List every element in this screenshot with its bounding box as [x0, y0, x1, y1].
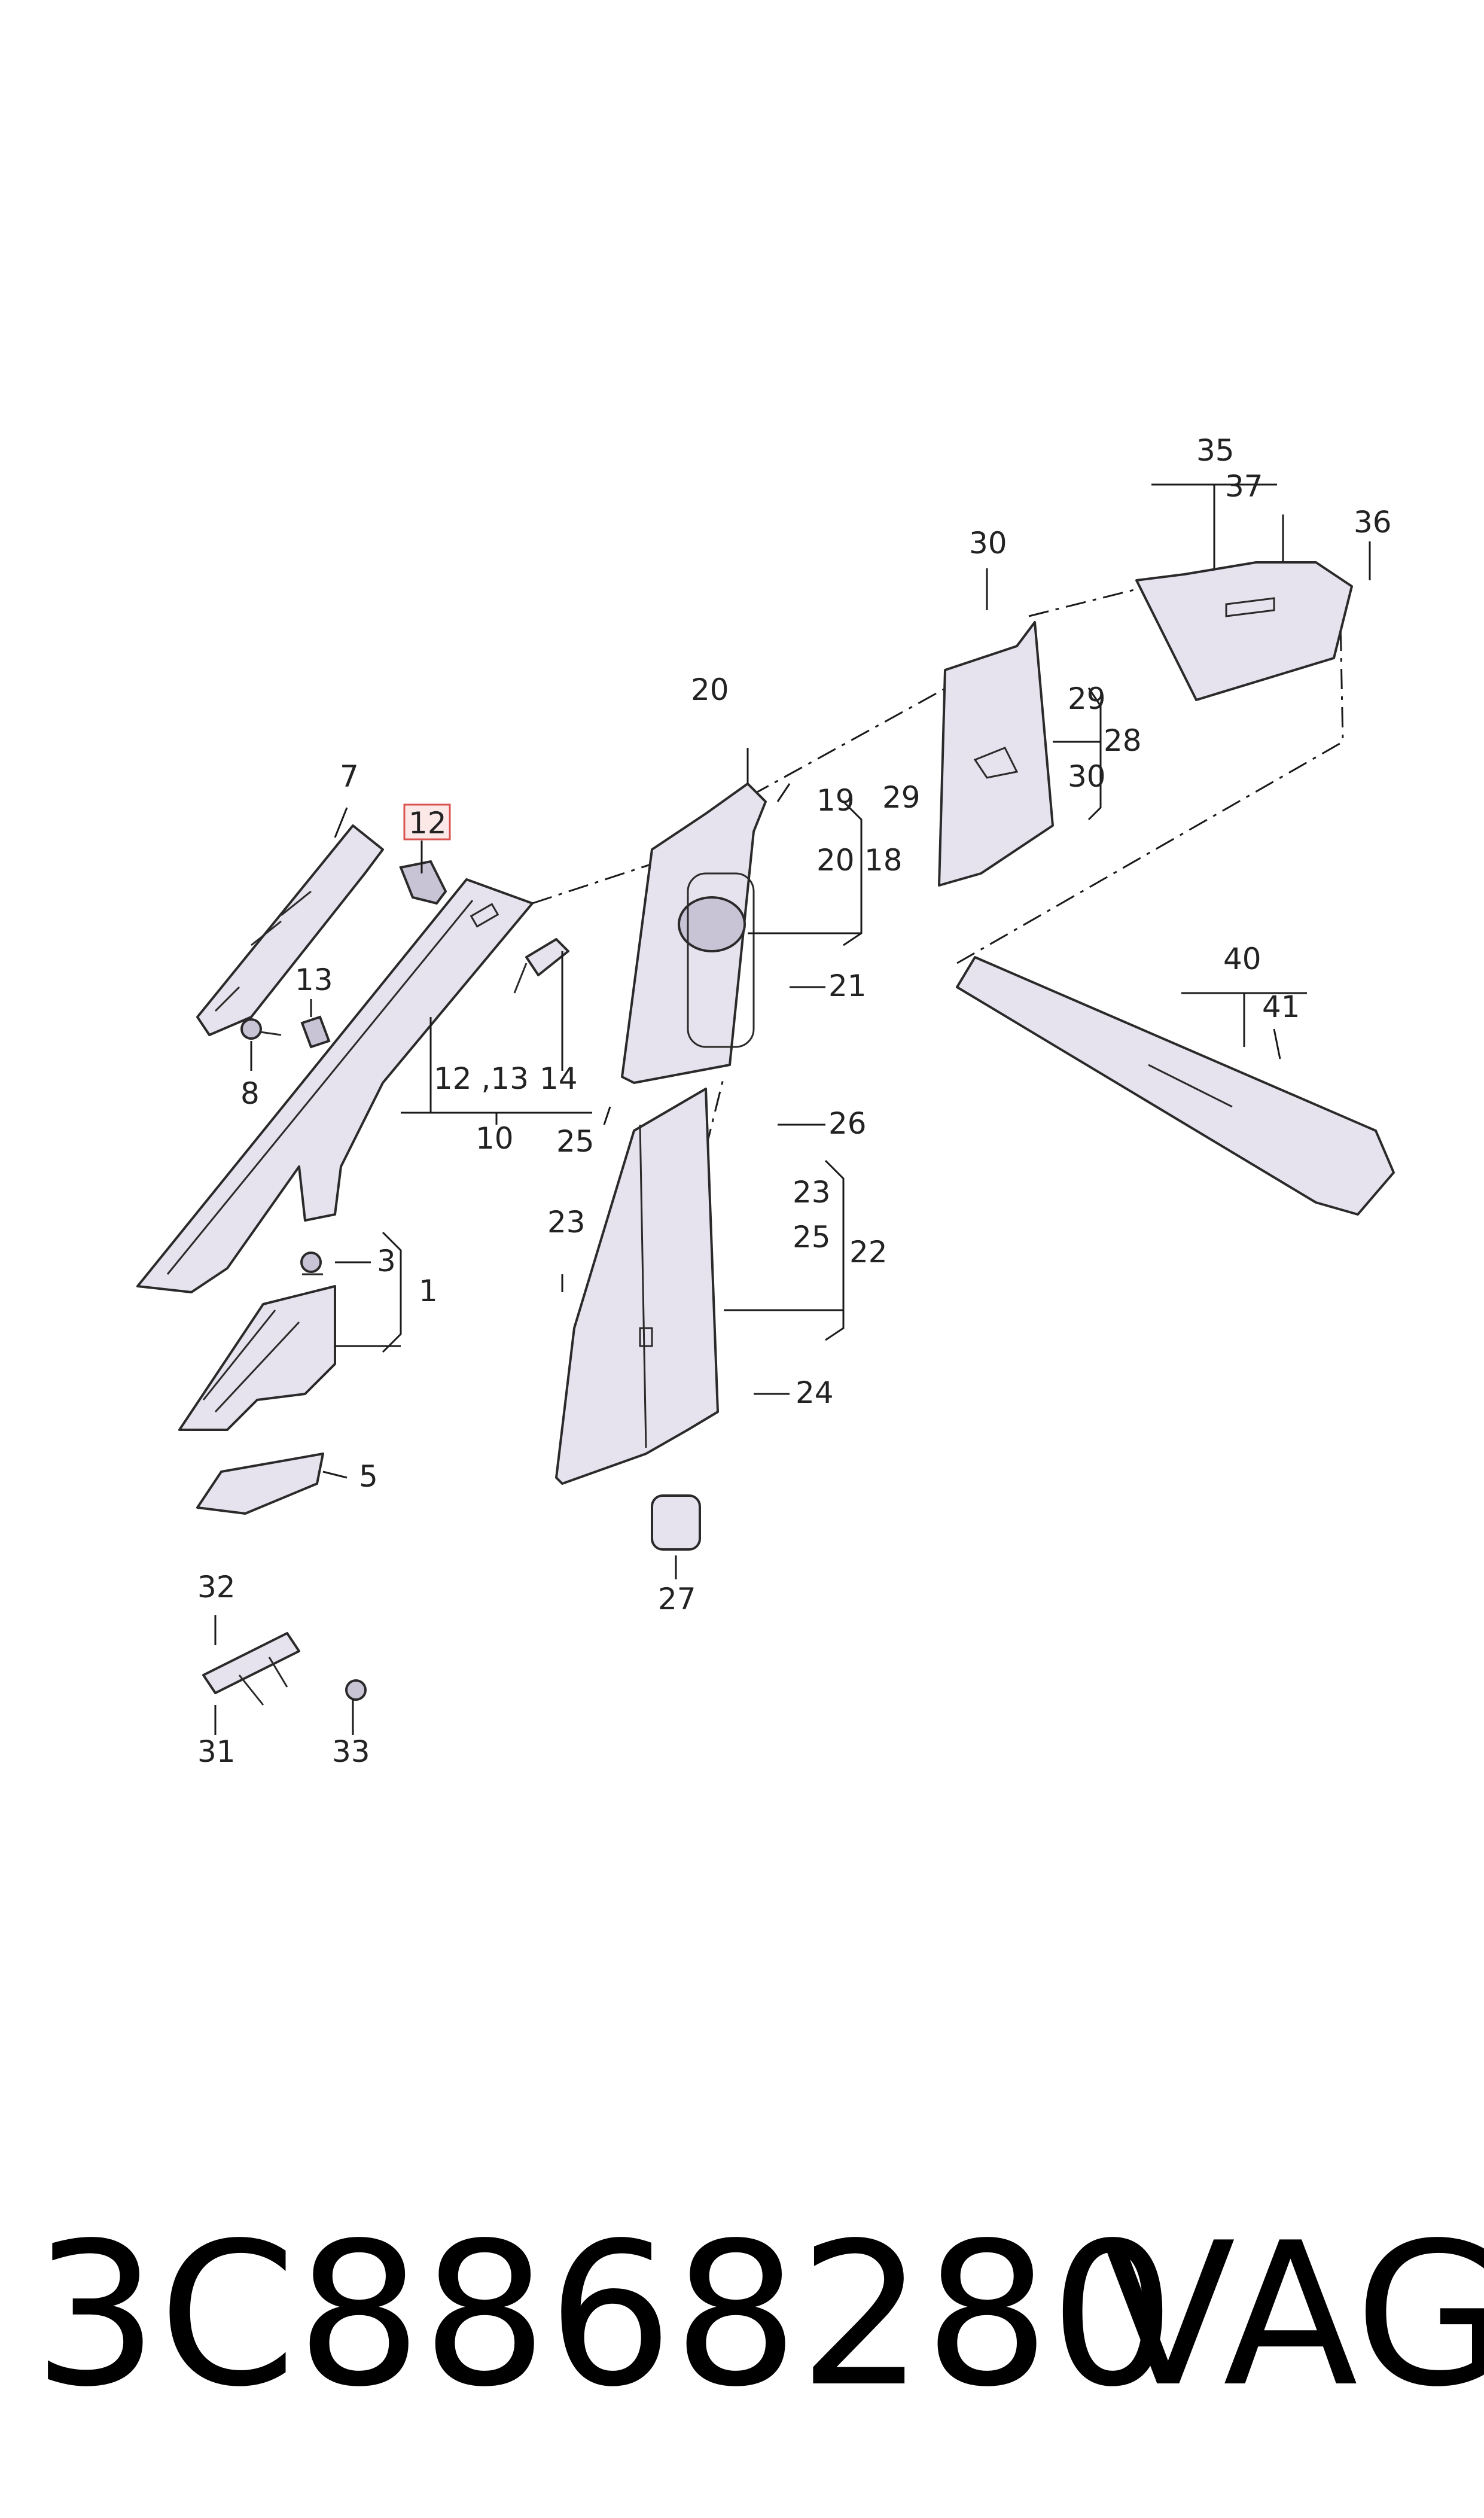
callout-32: 32 [197, 1570, 236, 1604]
callout-1: 1 [419, 1274, 438, 1308]
callout-14: 14 [540, 1061, 578, 1096]
callout-28: 28 [1104, 723, 1142, 758]
callout-18: 18 [864, 843, 903, 878]
callout-27: 27 [658, 1582, 696, 1616]
highlight-box-12 [403, 803, 451, 841]
callout-24: 24 [796, 1375, 834, 1410]
callout-21: 21 [828, 969, 867, 1003]
callout-8: 8 [240, 1076, 260, 1111]
clip-13 [300, 1015, 331, 1049]
callout-12-13: 12 ,13 [434, 1061, 529, 1096]
a-pillar-bracket [196, 824, 384, 1036]
c-pillar-trim [938, 621, 1054, 887]
callout-26: 26 [828, 1106, 867, 1141]
footer: 3C8868280 VAG [0, 2190, 1484, 2441]
b-pillar-lower-trim [555, 1088, 719, 1485]
callout-labels: 35 37 36 30 29 30 28 29 20 19 20 18 21 7… [197, 433, 1392, 1769]
callout-33: 33 [332, 1734, 370, 1769]
callout-25: 25 [793, 1220, 831, 1255]
callout-25: 25 [556, 1124, 595, 1159]
callout-23: 23 [547, 1205, 586, 1240]
callout-30: 30 [1068, 759, 1106, 794]
d-pillar-trim [1135, 561, 1353, 701]
gasket-27 [651, 1494, 701, 1551]
callout-36: 36 [1354, 505, 1392, 540]
callout-12: 12 [409, 806, 447, 841]
callout-20: 20 [816, 843, 855, 878]
callout-10: 10 [476, 1121, 514, 1156]
part-number: 3C8868280 [33, 2200, 1176, 2430]
a-pillar-trim [136, 878, 534, 1293]
callout-30: 30 [969, 526, 1007, 561]
callout-23: 23 [793, 1175, 831, 1210]
b-pillar-upper-trim [621, 783, 767, 1084]
callout-19: 19 [816, 783, 855, 818]
screw-33 [345, 1679, 367, 1701]
callout-29: 29 [1068, 681, 1106, 716]
callout-3: 3 [377, 1244, 396, 1278]
callout-22: 22 [849, 1235, 888, 1269]
clip-12 [399, 860, 447, 905]
callout-29: 29 [882, 780, 921, 815]
bracket-31 [202, 1632, 300, 1706]
callout-13: 13 [295, 963, 333, 997]
screw-8 [240, 1018, 282, 1040]
cover-5 [196, 1453, 324, 1515]
callout-7: 7 [340, 759, 359, 794]
callout-40: 40 [1223, 942, 1261, 976]
callout-31: 31 [197, 1734, 236, 1769]
callout-35: 35 [1196, 433, 1235, 468]
roof-trim-strip [956, 956, 1395, 1216]
callout-5: 5 [359, 1459, 378, 1494]
clip-3 [300, 1252, 323, 1275]
airbag-badge-14 [513, 938, 569, 994]
callout-41: 41 [1262, 989, 1300, 1024]
lower-a-pillar-trim [178, 1285, 336, 1431]
callout-20: 20 [691, 672, 729, 707]
callout-37: 37 [1225, 469, 1263, 504]
leader-lines [214, 483, 1371, 1735]
brand-name: VAG [1101, 2200, 1484, 2430]
